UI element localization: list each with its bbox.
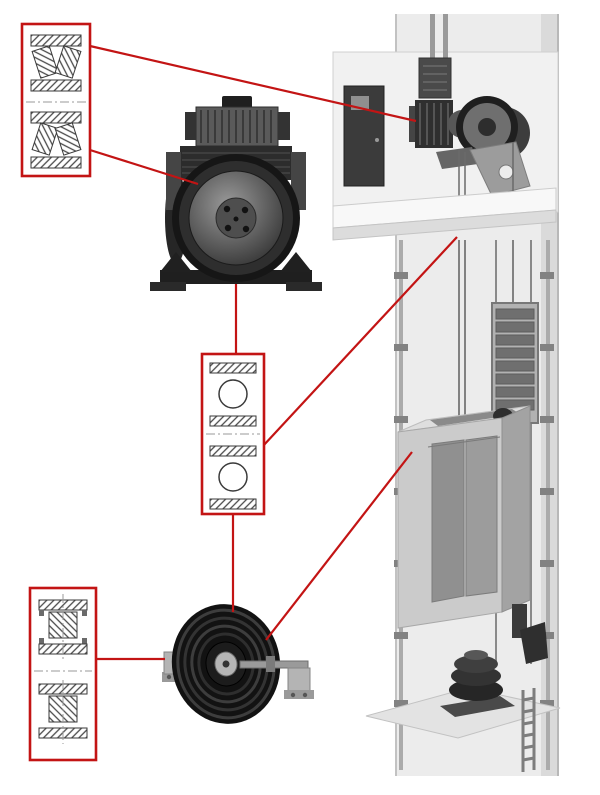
door-header-track: [427, 436, 501, 448]
bearing-ball: [218, 462, 248, 492]
door-handle: [375, 138, 379, 142]
drum-bolt-holes: [223, 205, 250, 233]
cabinet-vents: [423, 65, 447, 91]
guide-rail-right: [546, 240, 550, 770]
race-flange: [82, 610, 87, 616]
bracket-hole: [498, 164, 514, 180]
motor-cooling-fins: [200, 110, 272, 143]
machine-bedplate: [436, 147, 478, 169]
counterweight: [491, 302, 539, 424]
motor-lug-left: [185, 112, 196, 140]
traction-machine: [150, 96, 322, 291]
spherical-roller: [54, 122, 82, 156]
pit-ladder: [521, 688, 536, 772]
base-gusset-left: [160, 252, 192, 272]
outer-race: [209, 362, 257, 374]
outer-race: [30, 34, 82, 47]
pillow-block-right-base: [284, 690, 314, 699]
inner-race: [30, 111, 82, 124]
motor-lug-right: [278, 112, 290, 140]
inner-race: [209, 445, 257, 457]
sheave-wheel: [171, 604, 281, 724]
leader-sph-bearing-to-hoist-machine: [89, 44, 417, 123]
elevator-car: [397, 405, 548, 664]
outer-race: [209, 498, 257, 510]
callout-border: [20, 22, 92, 178]
machine-room: [332, 14, 559, 213]
race-flange: [82, 638, 87, 644]
leader-lines: [89, 44, 458, 661]
pit-buffer: [449, 650, 503, 701]
ball-bearing-callout: [200, 352, 266, 516]
shaft-collar: [266, 656, 275, 672]
car-door-left: [431, 439, 465, 603]
race-flange: [39, 610, 44, 616]
controller-cabinet: [418, 57, 452, 99]
race-flange: [39, 638, 44, 644]
machine-foot-right: [286, 282, 322, 291]
leader-sph-bearing-to-traction-machine: [89, 148, 199, 186]
rail-brackets-right: [540, 272, 554, 707]
inner-race: [30, 79, 82, 92]
car-roller-guide: [520, 622, 548, 664]
hoist-machine: [409, 57, 531, 197]
motor-cap: [222, 96, 252, 109]
spherical-roller: [31, 45, 59, 79]
motor-end-cap: [409, 106, 417, 142]
spherical-roller-bearing-callout: [20, 22, 92, 178]
motor-fins: [419, 103, 449, 145]
hoistway-pipes: [430, 14, 448, 58]
buffer-base: [440, 696, 515, 717]
car-side: [501, 405, 531, 613]
inner-race: [209, 415, 257, 427]
car-door-right: [465, 435, 498, 597]
spherical-roller: [54, 45, 82, 79]
deflector-sheave: [162, 604, 314, 724]
machine-foot-left: [150, 282, 186, 291]
leader-sheave-to-car: [265, 451, 413, 641]
cylindrical-roller-bearing-callout: [28, 586, 98, 762]
counterweight-fillers: [495, 308, 535, 411]
hoist-ropes-lower: [458, 240, 514, 424]
pillow-block-right: [287, 667, 311, 693]
base-gusset-right: [280, 252, 312, 272]
leader-ball-bearing-to-hoistway: [262, 236, 458, 447]
outer-race: [30, 156, 82, 169]
spherical-roller: [31, 122, 59, 156]
machine-floor-slab: [332, 187, 557, 241]
elevator-hoistway: [332, 14, 561, 776]
pit: [365, 650, 561, 772]
bearing-ball: [218, 379, 248, 409]
